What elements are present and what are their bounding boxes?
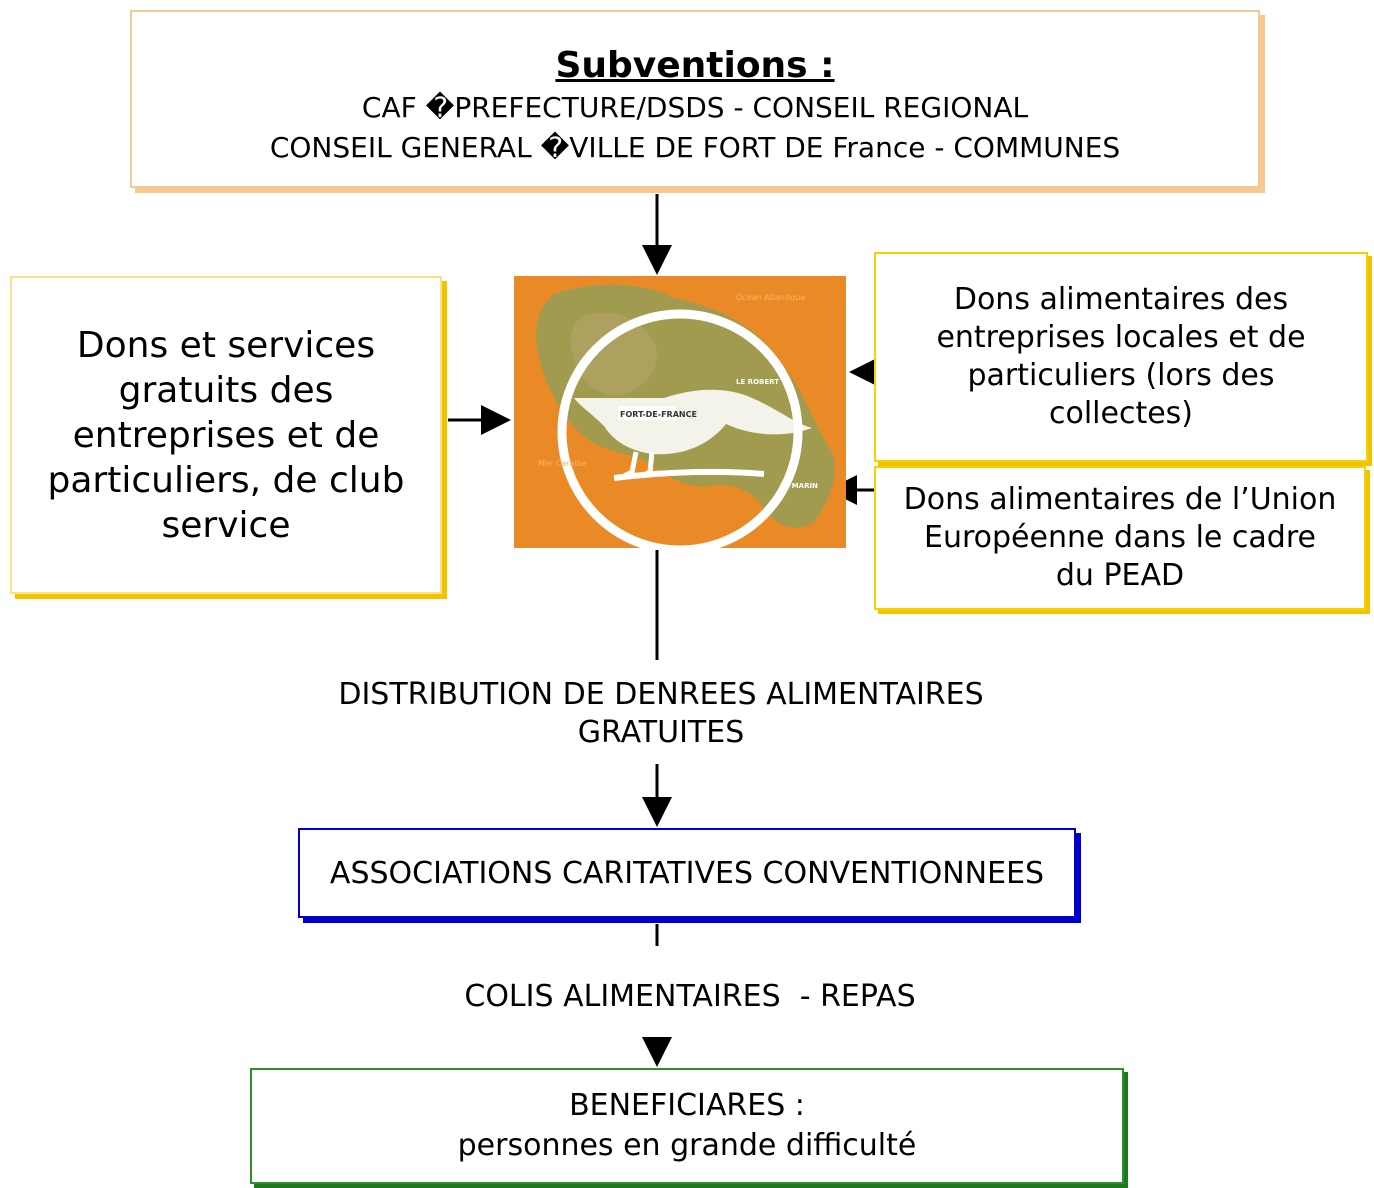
associations-box: ASSOCIATIONS CARITATIVES CONVENTIONNEES bbox=[298, 828, 1076, 918]
dons-union-europeenne-box: Dons alimentaires de l’Union Européenne … bbox=[874, 466, 1366, 610]
dons-alimentaires-line: entreprises locales et de bbox=[936, 320, 1306, 355]
dons-alimentaires-line: particuliers (lors des bbox=[967, 358, 1275, 393]
beneficiaires-description: personnes en grande difficulté bbox=[457, 1128, 917, 1163]
colis-text: COLIS ALIMENTAIRES - REPAS bbox=[464, 979, 916, 1014]
colis-label: COLIS ALIMENTAIRES - REPAS bbox=[380, 978, 1000, 1016]
dons-services-line: service bbox=[161, 504, 291, 546]
distribution-label: DISTRIBUTION DE DENREES ALIMENTAIRES GRA… bbox=[300, 676, 1022, 752]
bird-shape bbox=[574, 389, 812, 455]
subventions-line-1: CAF �PREFECTURE/DSDS - CONSEIL REGIONAL bbox=[361, 91, 1029, 124]
dons-services-line: entreprises et de bbox=[72, 414, 380, 456]
dons-alimentaires-line: Dons alimentaires des bbox=[953, 282, 1289, 317]
ground-stroke bbox=[613, 468, 765, 481]
dons-alimentaires-entreprises-box: Dons alimentaires des entreprises locale… bbox=[874, 252, 1368, 462]
distribution-line-1: DISTRIBUTION DE DENREES ALIMENTAIRES bbox=[338, 677, 984, 712]
martinique-map-bird-logo: FORT-DE-FRANCE LE ROBERT LE MARIN Mer Ca… bbox=[514, 276, 846, 548]
logo-ring bbox=[557, 309, 803, 548]
map-label-fort-de-france: FORT-DE-FRANCE bbox=[620, 410, 697, 419]
subventions-title: Subventions : bbox=[555, 45, 835, 86]
dons-ue-line: Dons alimentaires de l’Union bbox=[903, 482, 1337, 517]
map-label-le-robert: LE ROBERT bbox=[736, 378, 779, 386]
dons-services-box: Dons et services gratuits des entreprise… bbox=[10, 276, 442, 594]
map-label-le-marin: LE MARIN bbox=[780, 482, 818, 490]
dons-ue-line: Européenne dans le cadre bbox=[924, 520, 1316, 555]
distribution-line-2: GRATUITES bbox=[577, 715, 745, 750]
dons-services-line: particuliers, de club bbox=[47, 459, 405, 501]
dons-services-line: Dons et services bbox=[76, 324, 376, 366]
dons-services-line: gratuits des bbox=[118, 369, 334, 411]
island-highlands bbox=[570, 312, 657, 396]
dons-ue-line: du PEAD bbox=[1055, 558, 1185, 593]
dons-alimentaires-line: collectes) bbox=[1048, 396, 1194, 431]
subventions-line-2: CONSEIL GENERAL �VILLE DE FORT DE France… bbox=[269, 131, 1121, 164]
map-label-bg bbox=[618, 406, 676, 420]
beneficiaires-box: BENEFICIARES : personnes en grande diffi… bbox=[250, 1068, 1124, 1184]
associations-label: ASSOCIATIONS CARITATIVES CONVENTIONNEES bbox=[329, 855, 1045, 891]
map-label-mer-caraibe: Mer Caraïbe bbox=[538, 459, 587, 468]
map-label-ocean: Océan Atlantique bbox=[736, 292, 805, 302]
subventions-box: Subventions : CAF �PREFECTURE/DSDS - CON… bbox=[130, 10, 1260, 188]
beneficiaires-title: BENEFICIARES : bbox=[569, 1088, 805, 1123]
